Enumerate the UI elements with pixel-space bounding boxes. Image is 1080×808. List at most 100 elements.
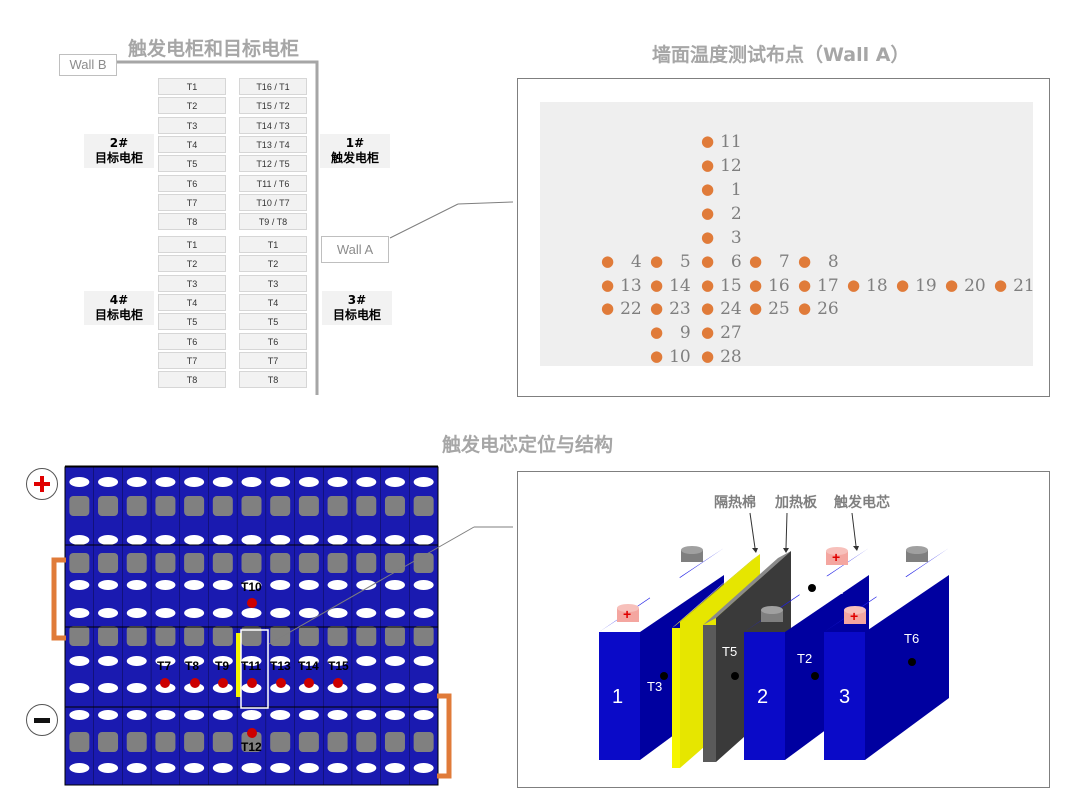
temperature-point: ●13 [601, 276, 642, 296]
cell-vent [69, 608, 90, 618]
cell-vent [241, 535, 262, 545]
cell-vent [413, 763, 434, 773]
cell-vent [327, 763, 348, 773]
cell-top [69, 626, 90, 646]
cell-vent [212, 608, 233, 618]
cabinet-slot: T7 [158, 193, 226, 211]
cell-vent [356, 535, 377, 545]
cell-top [69, 553, 90, 573]
cabinet-1-label: 1# 触发电柜 [320, 134, 390, 168]
heater-plate-label: 加热板 [775, 495, 817, 511]
pack-label-t10: T10 [241, 580, 262, 594]
temperature-point: ●23 [650, 299, 691, 319]
cell-vent [327, 683, 348, 693]
cell-vent [155, 656, 176, 666]
cell-vent [98, 608, 119, 618]
cell-vent [212, 656, 233, 666]
cell-top [155, 496, 176, 516]
point-marker-icon: ● [650, 276, 664, 294]
cabinet-slot: T12 / T5 [239, 155, 307, 173]
point-number: 11 [720, 132, 742, 152]
cell-number-1: 1 [612, 686, 624, 708]
cell-vent [327, 477, 348, 487]
wall-a-panel [540, 102, 1033, 366]
cell-vent [98, 535, 119, 545]
cabinet-slot: T2 [239, 255, 307, 273]
point-marker-icon: ● [749, 299, 763, 317]
cell-vent [184, 608, 205, 618]
trigger-cell-label: 触发电芯 [834, 495, 890, 511]
cell-vent [98, 710, 119, 720]
cabinet-4-number: 4# [109, 293, 129, 307]
cabinet-slot: T7 [239, 351, 307, 369]
cell-vent [155, 608, 176, 618]
trigger-cell-box [240, 629, 269, 709]
temperature-point: ●14 [650, 276, 691, 296]
cell-top [212, 626, 233, 646]
cell-vent [270, 477, 291, 487]
cell-vent [241, 763, 262, 773]
cabinet-slot: T10 / T7 [239, 193, 307, 211]
point-marker-icon: ● [798, 276, 812, 294]
trigger-cell-title: 触发电芯定位与结构 [442, 434, 614, 456]
point-number: 21 [1013, 276, 1035, 296]
cell-vent [298, 710, 319, 720]
cell-vent [327, 608, 348, 618]
cell-vent [212, 763, 233, 773]
point-number: 9 [669, 323, 691, 343]
insulation-label: 隔热棉 [714, 495, 756, 511]
point-number: 19 [915, 276, 937, 296]
point-number: 26 [817, 299, 839, 319]
cell-top [98, 626, 119, 646]
cell-top [413, 553, 434, 573]
temperature-point: ● 22 [601, 299, 642, 319]
cell-vent [356, 710, 377, 720]
point-marker-icon: ● [601, 299, 615, 317]
cell-vent [356, 656, 377, 666]
cell-vent [126, 683, 147, 693]
cell-vent [155, 580, 176, 590]
cell-vent [270, 608, 291, 618]
pack-label-t9: T9 [215, 659, 230, 673]
cell-vent [327, 656, 348, 666]
cell-vent [298, 683, 319, 693]
cell-top [212, 553, 233, 573]
temperature-point: ● 5 [650, 252, 691, 272]
cell-vent [155, 710, 176, 720]
cell-vent [384, 608, 405, 618]
point-number: 22 [620, 299, 642, 319]
temperature-point: ● 9 [650, 323, 691, 343]
cell-vent [356, 683, 377, 693]
cell-top [126, 732, 147, 752]
cell-top [98, 732, 119, 752]
cell-vent [356, 580, 377, 590]
cell-top [327, 732, 348, 752]
temperature-point: ●10 [650, 347, 691, 367]
cell-top [155, 553, 176, 573]
point-number: 12 [720, 156, 742, 176]
cell-top [212, 732, 233, 752]
cabinet-slot: T3 [158, 274, 226, 292]
cell-vent [327, 710, 348, 720]
cell-vent [184, 656, 205, 666]
point-marker-icon: ● [798, 299, 812, 317]
cell-vent [184, 535, 205, 545]
cell-vent [356, 477, 377, 487]
temperature-point: ●12 [701, 156, 742, 176]
point-number: 10 [669, 347, 691, 367]
thermocouple-dot [333, 678, 343, 688]
pack-label-t13: T13 [270, 659, 291, 673]
thermocouple-dot [276, 678, 286, 688]
cell-vent [298, 580, 319, 590]
cabinet-slot: T5 [239, 313, 307, 331]
cabinet-2-label: 2# 目标电柜 [84, 134, 154, 168]
cell-number-3: 3 [839, 686, 851, 708]
cell-top [184, 626, 205, 646]
cell-top [184, 732, 205, 752]
cabinet-slot: T5 [158, 155, 226, 173]
cell-vent [126, 763, 147, 773]
cell-vent [184, 710, 205, 720]
cell-vent [69, 580, 90, 590]
cell-top [126, 496, 147, 516]
